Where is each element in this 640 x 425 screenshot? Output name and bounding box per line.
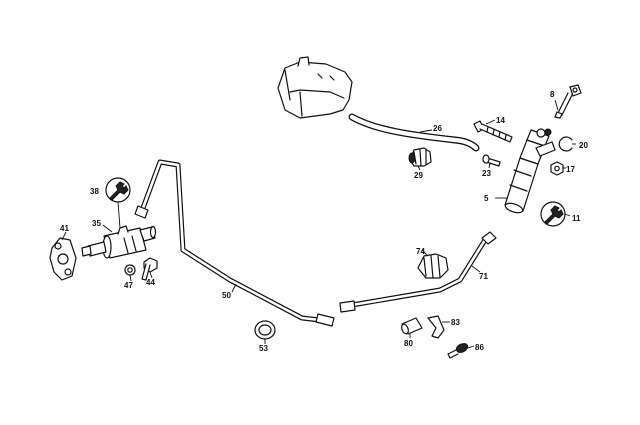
leader-lines (61, 99, 576, 349)
label-5: 5 (484, 194, 489, 203)
label-50: 50 (222, 291, 231, 300)
bracket-83 (427, 315, 445, 339)
label-8: 8 (550, 90, 555, 99)
stud-23 (482, 154, 501, 167)
fluid-reservoir (277, 56, 353, 119)
sleeve-80 (401, 317, 423, 335)
mounting-plate-41 (49, 237, 77, 281)
rubber-boot-29 (408, 147, 432, 167)
hydraulic-line-50 (134, 159, 335, 327)
label-38: 38 (90, 187, 99, 196)
slave-cylinder (81, 225, 157, 259)
label-80: 80 (404, 339, 413, 348)
washer-47 (124, 264, 136, 276)
label-26: 26 (433, 124, 442, 133)
label-20: 20 (579, 141, 588, 150)
hydraulic-line-71 (339, 231, 497, 313)
label-14: 14 (496, 116, 505, 125)
screw-86 (447, 343, 469, 359)
label-53: 53 (259, 344, 268, 353)
circlip-20 (558, 136, 573, 152)
label-23: 23 (482, 169, 491, 178)
label-17: 17 (566, 165, 575, 174)
label-35: 35 (92, 219, 101, 228)
wrench-icon (540, 201, 566, 227)
pushrod-8 (554, 84, 582, 119)
wrench-icon (105, 177, 131, 203)
label-47: 47 (124, 281, 133, 290)
part-labels: 5 8 11 14 17 20 23 26 29 35 38 41 44 47 … (60, 90, 588, 353)
label-71: 71 (479, 272, 488, 281)
reservoir-hose (348, 113, 480, 152)
bolt-44 (141, 257, 158, 281)
label-41: 41 (60, 224, 69, 233)
label-83: 83 (451, 318, 460, 327)
label-86: 86 (475, 343, 484, 352)
grommet-53 (254, 320, 276, 340)
label-11: 11 (572, 214, 581, 223)
label-74: 74 (416, 247, 425, 256)
nut-17 (550, 161, 564, 176)
label-29: 29 (414, 171, 423, 180)
rubber-boot-74 (417, 253, 449, 279)
bolt-14 (473, 120, 513, 143)
label-44: 44 (146, 278, 155, 287)
master-cylinder (504, 128, 556, 214)
